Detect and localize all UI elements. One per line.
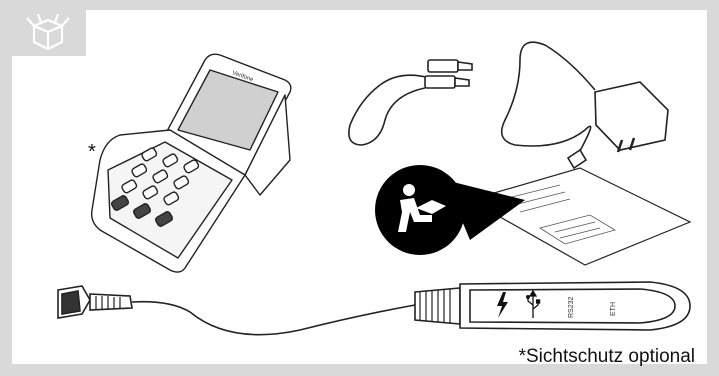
power-adapter: [500, 41, 669, 170]
asterisk-mark: *: [88, 141, 96, 163]
usb-cable: [348, 59, 473, 146]
quick-guide-manual: [468, 167, 692, 266]
caption-privacy-shield-optional: *Sichtschutz optional: [518, 346, 695, 367]
power-icon: [497, 292, 508, 318]
reading-manual-icon: [375, 165, 525, 255]
box-contents-icon: [26, 13, 70, 51]
rs232-port-label: RS232: [568, 296, 575, 318]
connection-cable: [57, 281, 691, 336]
eth-port-label: ETH: [610, 302, 617, 316]
usb-icon: [526, 289, 541, 318]
payment-terminal: [90, 53, 292, 273]
